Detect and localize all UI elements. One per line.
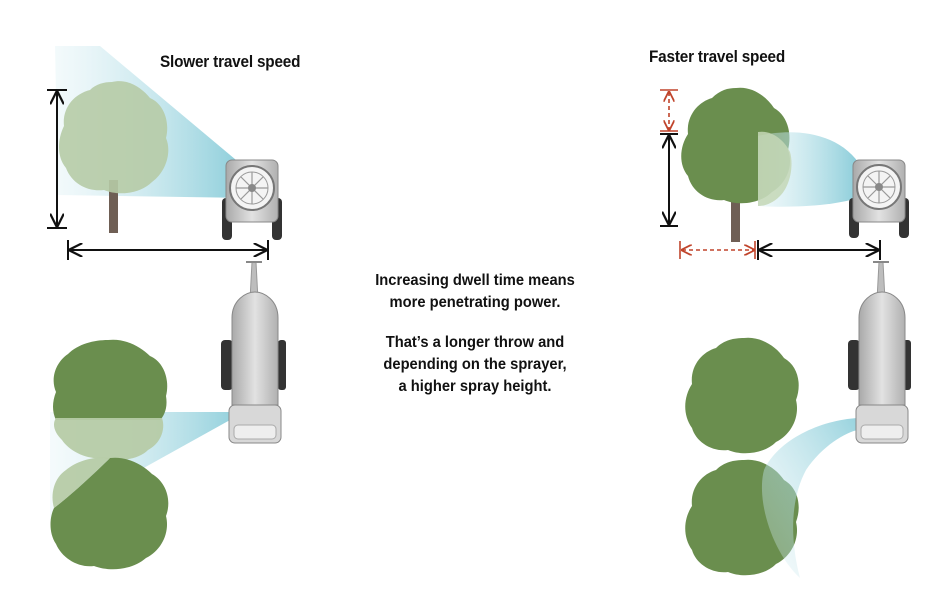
heading-faster-speed: Faster travel speed <box>649 47 786 66</box>
right-side-view <box>660 87 909 260</box>
caption-line-2: more penetrating power. <box>389 294 561 311</box>
left-side-view <box>47 46 282 260</box>
sprayer-rear <box>222 159 282 240</box>
tree-top-2 <box>50 457 169 570</box>
tree-canopy <box>59 81 169 194</box>
sprayer-top-right <box>848 261 911 444</box>
heading-slower-speed: Slower travel speed <box>160 52 301 71</box>
caption-line-1: Increasing dwell time means <box>375 272 575 289</box>
caption-line-5: a higher spray height. <box>398 378 552 395</box>
tree-top-1 <box>53 339 168 420</box>
caption-paragraph-1: Increasing dwell time means more penetra… <box>342 270 609 314</box>
left-top-view <box>50 261 286 570</box>
caption-line-4: depending on the sprayer, <box>383 356 567 373</box>
center-caption: Increasing dwell time means more penetra… <box>342 270 609 416</box>
tree-trunk-right <box>731 190 740 242</box>
sprayer-top <box>221 261 286 444</box>
sprayer-rear-right <box>849 159 909 238</box>
tree-top-3 <box>685 337 799 454</box>
spray-plume-top-right <box>761 418 858 578</box>
right-top-view <box>685 261 911 578</box>
caption-line-3: That’s a longer throw and <box>385 334 565 351</box>
tree-trunk <box>109 180 118 233</box>
caption-paragraph-2: That’s a longer throw and depending on t… <box>342 332 609 398</box>
